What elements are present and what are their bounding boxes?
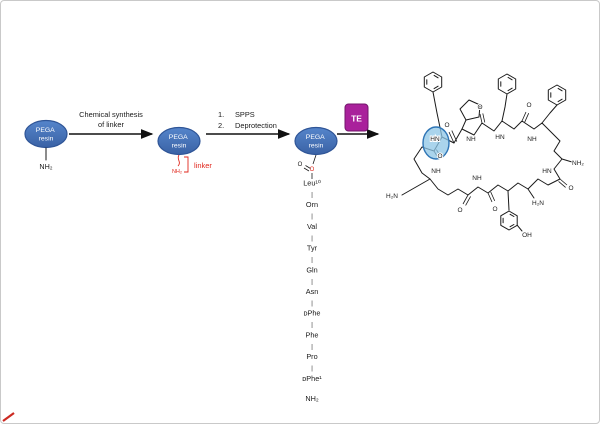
atom-label-8: NH₂ bbox=[572, 160, 584, 167]
phenol-oh-bond bbox=[516, 224, 523, 232]
te-enzyme-box bbox=[344, 103, 369, 132]
atom-label-1: O bbox=[437, 153, 442, 160]
atom-label-13: O bbox=[492, 206, 497, 213]
step1-label-line1: Chemical synthesis bbox=[79, 110, 143, 119]
chain-bond-bar: | bbox=[311, 323, 313, 329]
atom-label-9: O bbox=[568, 185, 573, 192]
amide-sidechain-1 bbox=[561, 158, 573, 163]
step2-text2: Deprotection bbox=[235, 121, 277, 130]
resin-1-amine-label: NH₂ bbox=[39, 162, 52, 171]
chain-bond-bar: | bbox=[311, 214, 313, 220]
ester-oxygen-link-label: O bbox=[310, 167, 315, 173]
resin-bead-1-label: PEGA resin bbox=[36, 127, 56, 143]
benzyl-bond-3 bbox=[541, 104, 558, 124]
atom-label-7: NH bbox=[527, 136, 537, 143]
atom-label-4: O bbox=[477, 104, 482, 111]
resin-bead-1-ellipse bbox=[24, 119, 68, 149]
proline-connector bbox=[461, 119, 467, 130]
chain-bond-bar: | bbox=[311, 344, 313, 350]
atom-label-6: O bbox=[526, 102, 531, 109]
chain-residue: Tyr bbox=[307, 244, 318, 253]
carbonyl-1 bbox=[448, 130, 458, 144]
atom-label-2: O bbox=[444, 122, 449, 129]
atom-label-11: NH bbox=[431, 168, 441, 175]
benzene-ring-1-inner bbox=[426, 74, 439, 90]
arrow-te: TE bbox=[337, 103, 380, 139]
step1-label-line2: of linker bbox=[98, 120, 124, 129]
carbonyl-4 bbox=[558, 178, 568, 188]
carbonyl-6 bbox=[487, 191, 496, 203]
atom-label-3: NH bbox=[466, 136, 476, 143]
atom-label-17: OH bbox=[522, 232, 532, 239]
benzene-ring-1 bbox=[423, 71, 443, 93]
te-enzyme-label: TE bbox=[351, 114, 362, 124]
phenol-ring bbox=[500, 210, 518, 231]
ornithine-sidechain-1 bbox=[401, 178, 431, 196]
carbonyl-2 bbox=[479, 113, 486, 124]
linker-bond bbox=[177, 154, 180, 167]
atom-labels: HN O O NH O HN O NH NH₂ O HN NH O O NH H₂N H₂N OH bbox=[385, 101, 585, 240]
linker-amine-label: NH₂ bbox=[172, 169, 182, 175]
chain-residue: Gln bbox=[306, 265, 317, 274]
ester-carbonyl-doublebond bbox=[303, 165, 311, 172]
tyrosine-bond bbox=[507, 190, 510, 211]
ester-oxygen-carbonyl-label: O bbox=[298, 162, 303, 168]
carbonyl-3 bbox=[521, 111, 530, 123]
resin-bead-2-ellipse bbox=[157, 126, 201, 156]
arrow-linker-synthesis: Chemical synthesis of linker bbox=[69, 110, 154, 139]
resin-bead-3-label: PEGA resin bbox=[306, 134, 326, 150]
resin-bead-2-label: PEGA resin bbox=[169, 134, 189, 150]
linker-bracket bbox=[184, 156, 189, 173]
chain-residue: Val bbox=[307, 222, 317, 231]
chain-residue: Asn bbox=[306, 287, 319, 296]
atom-label-10: HN bbox=[542, 168, 552, 175]
phenol-ring-inner bbox=[502, 213, 515, 228]
chain-residue: ᴅPhe¹ bbox=[302, 374, 322, 383]
resin-bead-1: PEGA resin NH₂ bbox=[24, 119, 68, 171]
chain-bond-bar: | bbox=[311, 366, 313, 372]
proline-ring bbox=[459, 99, 481, 121]
chain-residue: ᴅPhe bbox=[303, 309, 320, 318]
chain-residue: Pro bbox=[306, 352, 317, 361]
corner-mark bbox=[2, 412, 15, 422]
atom-label-12: O bbox=[457, 207, 462, 214]
chain-bond-bar: | bbox=[311, 258, 313, 264]
step2-num1: 1. bbox=[218, 110, 224, 119]
atom-label-16: H₂N bbox=[532, 200, 544, 207]
step2-text1: SPPS bbox=[235, 110, 255, 119]
peptide-chain: Leu¹⁰|Orn|Val|Tyr|Gln|Asn|ᴅPhe|Phe|Pro|ᴅ… bbox=[302, 179, 322, 404]
benzene-rings bbox=[423, 71, 567, 231]
resin-bead-3-ellipse bbox=[294, 126, 338, 156]
chain-bond-bar: | bbox=[311, 301, 313, 307]
chain-residue: Phe bbox=[306, 330, 319, 339]
chain-terminal-amine: NH₂ bbox=[305, 394, 319, 403]
chain-bond-bar: | bbox=[311, 279, 313, 285]
chain-residue: Leu¹⁰ bbox=[303, 179, 321, 188]
atom-label-15: H₂N bbox=[386, 193, 398, 200]
atom-label-14: NH bbox=[472, 175, 482, 182]
chain-bond-bar: | bbox=[311, 236, 313, 242]
benzene-ring-2-inner bbox=[500, 76, 513, 92]
highlight-ellipse bbox=[422, 126, 450, 160]
carbonyl-5 bbox=[462, 194, 471, 206]
resin-bead-3: PEGA resin O O Leu¹⁰|Orn|Val|Tyr|Gln|Asn… bbox=[294, 126, 338, 404]
amide-sidechain-2 bbox=[527, 188, 535, 199]
ester-bond bbox=[312, 154, 317, 165]
chain-bond-bar: | bbox=[311, 193, 313, 199]
cyclic-peptide-structure: HN O O NH O HN O NH NH₂ O HN NH O O NH H₂N H₂N OH bbox=[385, 71, 585, 240]
benzene-ring-3-inner bbox=[550, 87, 563, 103]
resin-bead-2: PEGA resin NH₂ linker bbox=[157, 126, 212, 175]
arrow-spps: 1. SPPS 2. Deprotection bbox=[206, 110, 291, 139]
step2-num2: 2. bbox=[218, 121, 224, 130]
benzyl-bond-2 bbox=[501, 93, 508, 122]
atom-label-5: HN bbox=[495, 134, 505, 141]
atom-label-0: HN bbox=[430, 136, 440, 143]
benzene-ring-3 bbox=[547, 84, 567, 106]
chain-residue: Orn bbox=[306, 200, 318, 209]
benzene-ring-2 bbox=[497, 73, 517, 95]
linker-label: linker bbox=[194, 161, 212, 170]
